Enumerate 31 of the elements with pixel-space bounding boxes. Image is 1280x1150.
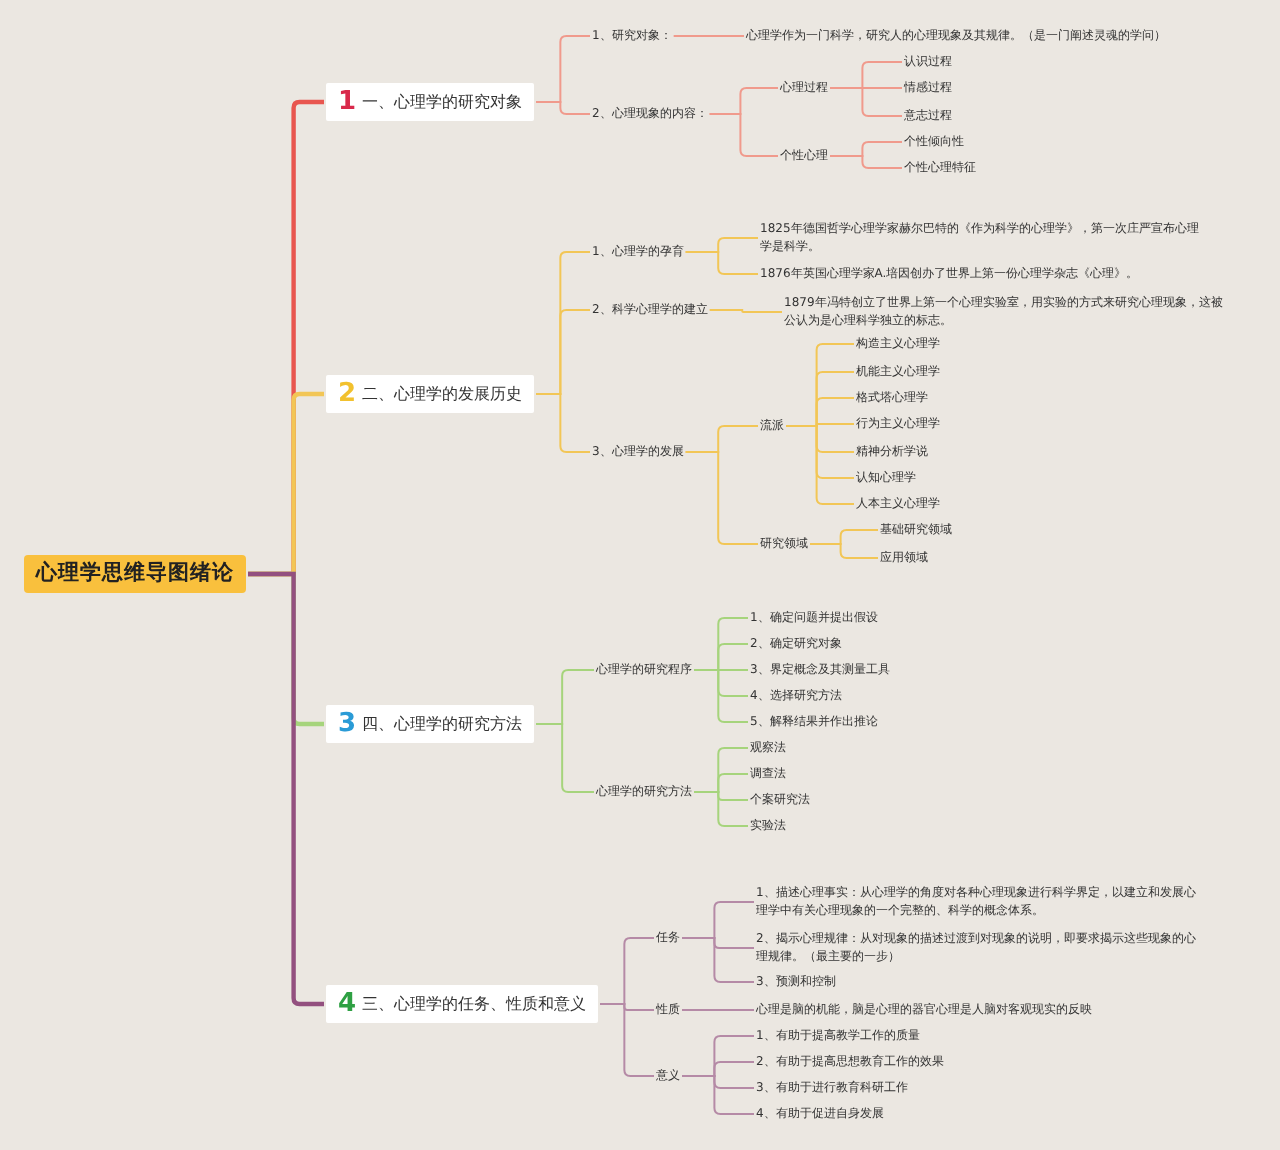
branch-number: 1 [338, 85, 357, 121]
branch-box [326, 375, 535, 413]
branch-title: 三、心理学的任务、性质和意义 [362, 995, 587, 1013]
connector-line [681, 937, 755, 983]
connector-line [708, 113, 779, 157]
branch-number: 3 [338, 707, 357, 743]
connector-line [535, 723, 595, 793]
connector-line [693, 791, 749, 827]
connector-line [829, 155, 903, 169]
branch-box [326, 985, 599, 1023]
connector-line [681, 1009, 755, 1011]
connector-line [829, 87, 903, 117]
branch-box [326, 83, 535, 121]
connector-line [785, 425, 855, 505]
connector-line [684, 451, 759, 545]
branch-number: 4 [338, 987, 357, 1023]
branch-title: 四、心理学的研究方法 [362, 715, 523, 733]
connector-line [708, 309, 783, 313]
connector-line [535, 101, 591, 115]
connector-line [599, 1003, 655, 1077]
connector-line [535, 393, 591, 453]
central-topic-box: 心理学思维导图绪论 [24, 555, 246, 593]
branch-title: 一、心理学的研究对象 [362, 93, 523, 111]
branch-title: 二、心理学的发展历史 [362, 385, 523, 403]
connector-line [809, 543, 879, 559]
branch-number: 2 [338, 377, 357, 413]
connector-line [684, 251, 759, 275]
connector-line [672, 35, 745, 37]
connector-line [681, 1075, 755, 1115]
connector-line [693, 669, 749, 723]
branch-box [326, 705, 535, 743]
